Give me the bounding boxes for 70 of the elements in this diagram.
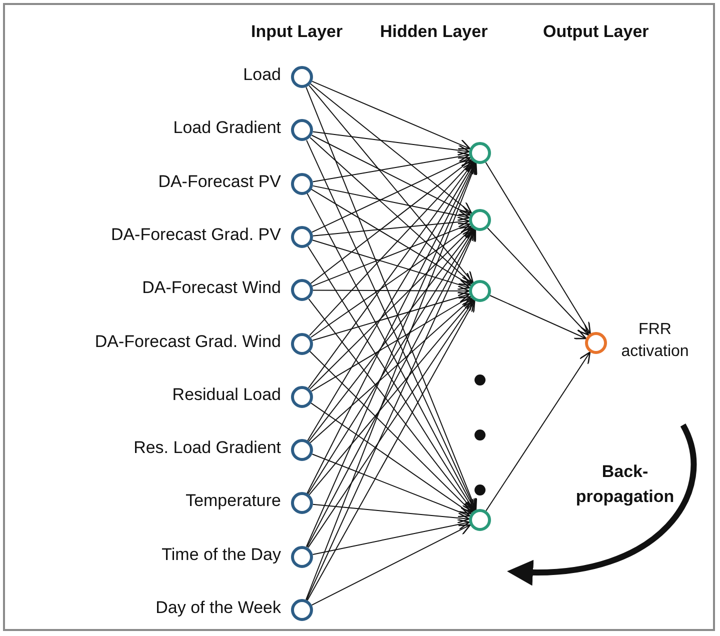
arrow [312,80,471,150]
arrow [310,188,472,286]
input-neuron [291,332,313,354]
arrow [309,160,474,336]
arrow [310,137,472,284]
arrow [312,216,470,236]
input-label: Res. Load Gradient [134,438,281,458]
arrow [312,518,470,555]
input-neuron [291,546,313,568]
hidden-neuron [469,209,491,231]
input-label: Load [243,65,281,85]
arrow [312,504,470,524]
arrow [310,296,472,392]
input-label: Temperature [186,491,281,512]
layer-heading: Output Layer [543,21,649,43]
input-label: DA-Forecast Wind [142,278,281,298]
output-label: FRR activation [620,320,690,362]
input-label: DA-Forecast PV [158,172,281,192]
arrow [310,226,472,338]
layer-heading: Hidden Layer [380,21,488,43]
arrow [306,229,476,600]
input-neuron [291,66,313,88]
arrow [311,157,471,233]
arrow [312,454,470,518]
arrow [312,240,470,290]
arrow [312,185,470,222]
input-neuron [291,439,313,462]
input-neuron [291,492,313,514]
output-neuron [585,332,607,354]
hidden-neuron [469,142,491,164]
arrow [307,162,475,442]
hidden-neuron [469,280,491,302]
arrow [308,161,474,388]
arrow [312,292,470,341]
arrow [310,298,472,444]
arrow [308,228,474,442]
input-neuron [291,279,313,302]
arrow [310,402,472,514]
arrow [309,350,473,513]
arrow [312,222,470,287]
arrow [310,83,472,214]
arrow [306,300,476,601]
layer-heading: Input Layer [251,21,343,43]
process-label: Back-propagation [575,461,675,508]
arrow [312,151,470,182]
input-label: Residual Load [172,384,281,405]
arrow [311,524,471,606]
arrow [312,131,470,156]
arrow [490,295,587,340]
input-label: Time of the Day [162,544,281,565]
input-label: Load Gradient [173,118,281,138]
input-label: DA-Forecast Grad. Wind [94,332,281,352]
arrow [485,162,591,334]
arrow [312,285,470,297]
arrow [311,134,471,216]
input-label: Day of the Week [156,598,281,618]
arrow [308,300,475,548]
input-neuron [291,226,313,248]
arrow [486,352,591,512]
input-neuron [291,386,313,408]
input-neuron [291,172,313,195]
input-label: DA-Forecast Grad. PV [110,224,281,245]
arrow [306,229,476,548]
input-neuron [291,119,313,142]
arrow [309,227,473,390]
hidden-neuron [469,509,491,531]
input-neuron [291,599,313,621]
arrow [487,228,590,336]
arrow [310,159,472,284]
arrow [308,84,474,284]
